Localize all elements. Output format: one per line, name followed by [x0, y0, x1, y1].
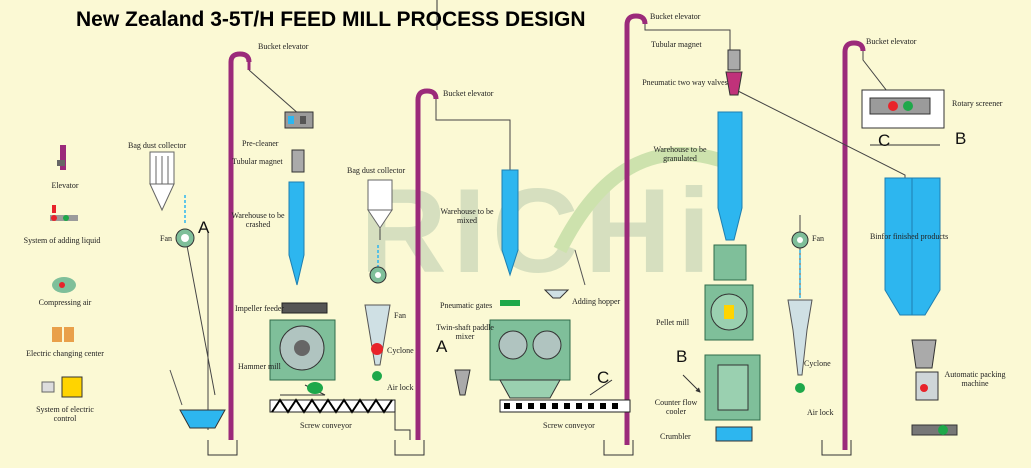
hammer-mill — [269, 319, 336, 381]
screw-conveyor-2-label: Screw conveyor — [543, 421, 595, 430]
warehouse-mixed-bin — [501, 169, 519, 277]
screw-conveyor-1 — [269, 398, 396, 414]
pre-cleaner-label: Pre-cleaner — [242, 139, 279, 148]
screw-conveyor-2 — [499, 399, 631, 413]
legend-air-label: Compressing air — [38, 298, 92, 307]
legend-liquid-icon — [50, 205, 78, 221]
bucket-elevator-3-label: Bucket elevator — [650, 12, 701, 21]
pneumatic-gate — [500, 300, 520, 306]
legend-electric-center-icon — [52, 327, 74, 342]
air-lock-1 — [372, 371, 382, 381]
automatic-packing-label: Automatic packing machine — [944, 370, 1006, 388]
letter-a2: A — [436, 337, 448, 356]
bucket-elevator-4 — [842, 40, 866, 450]
pneumatic-two-way-label: Pneumatic two way valves — [642, 78, 728, 87]
tubular-magnet-2-label: Tubular magnet — [651, 40, 702, 49]
counter-flow-cooler — [704, 354, 761, 421]
letter-c2: C — [878, 131, 891, 150]
page-title: New Zealand 3-5T/H FEED MILL PROCESS DES… — [76, 8, 586, 31]
cyclone-2 — [787, 299, 813, 376]
letter-b2: B — [955, 129, 967, 148]
rotary-screener-label: Rotary screener — [952, 99, 1003, 108]
letter-c1: C — [597, 368, 610, 387]
bag-dust-collector-2 — [367, 179, 393, 229]
counter-flow-cooler-label: Counter flow cooler — [654, 398, 698, 416]
bucket-elevator-3 — [624, 13, 648, 445]
twin-shaft-mixer-label: Twin-shaft paddle mixer — [436, 323, 494, 341]
pellet-mill — [704, 244, 754, 341]
rotary-screener — [861, 89, 945, 129]
pellet-mill-label: Pellet mill — [656, 318, 690, 327]
air-lock-1-label: Air lock — [387, 383, 414, 392]
legend-electric-control-icon — [41, 376, 83, 398]
tubular-magnet-1 — [291, 149, 305, 173]
legend-elevator-icon — [57, 145, 66, 170]
legend-air-icon — [52, 277, 76, 293]
impeller-feeder — [281, 302, 328, 314]
air-lock-2-label: Air lock — [807, 408, 834, 417]
legend-liquid-label: System of adding liquid — [23, 236, 101, 245]
fan-3 — [791, 231, 809, 249]
letter-a1: A — [198, 218, 210, 237]
crumbler-label: Crumbler — [660, 432, 691, 441]
crumbler — [715, 426, 753, 442]
warehouse-mixed-label: Warehouse to be mixed — [440, 207, 494, 225]
pneumatic-gates-label: Pneumatic gates — [440, 301, 493, 310]
bucket-elevator-2-label: Bucket elevator — [443, 89, 494, 98]
bucket-elevator-1-label: Bucket elevator — [258, 42, 309, 51]
adding-hopper — [543, 249, 586, 299]
automatic-packing-machine — [911, 339, 958, 436]
warehouse-granulated-bin — [717, 111, 743, 241]
warehouse-crashed-bin — [288, 181, 305, 286]
pit-lines — [207, 0, 852, 456]
bag-dust-collector-1-label: Bag dust collector — [128, 141, 187, 150]
cyclone-2-label: Cyclone — [804, 359, 831, 368]
impeller-feeder-label: Impeller feeder — [235, 304, 285, 313]
bucket-elevator-2 — [415, 88, 439, 440]
bucket-elevator-4-label: Bucket elevator — [866, 37, 917, 46]
pneumatic-two-way-valve — [725, 71, 743, 96]
air-lock-2 — [795, 383, 805, 393]
legend-elevator-label: Elevator — [51, 181, 79, 190]
warehouse-crashed-label: Warehouse to be crashed — [231, 211, 285, 229]
letter-b1: B — [676, 347, 688, 366]
intake-hopper-1 — [169, 369, 226, 429]
cyclone-1-label: Cyclone — [387, 346, 414, 355]
adding-hopper-label: Adding hopper — [572, 297, 621, 306]
bucket-elevator-1 — [228, 51, 252, 440]
bag-dust-collector-1 — [149, 151, 175, 212]
hammer-mill-label: Hammer mill — [238, 362, 281, 371]
binfor-finished-bins — [884, 177, 941, 316]
bag-dust-collector-2-label: Bag dust collector — [347, 166, 406, 175]
tubular-magnet-2 — [727, 49, 741, 71]
legend-electric-center-label: Electric changing center — [26, 349, 104, 358]
cyclone-1 — [364, 304, 391, 366]
svg-text:RICHi: RICHi — [360, 164, 717, 298]
screw-conveyor-1-label: Screw conveyor — [300, 421, 352, 430]
fan-2 — [369, 266, 387, 284]
fan-1-label: Fan — [160, 234, 172, 243]
mill-motor — [307, 382, 323, 394]
fan-1 — [175, 228, 195, 248]
pre-cleaner — [284, 111, 314, 129]
fan-ducts — [184, 195, 801, 300]
cyclone-1-indicator — [371, 343, 383, 355]
fan-2-label: Fan — [394, 311, 406, 320]
binfor-finished-label: Binfor finished products — [870, 232, 949, 241]
fan-3-label: Fan — [812, 234, 824, 243]
watermark-logo: RICHi — [360, 147, 723, 298]
warehouse-granulated-label: Warehouse to be granulated — [653, 145, 707, 163]
intake-hopper-2 — [454, 369, 471, 396]
legend-electric-control-label: System of electric control — [36, 405, 94, 423]
twin-shaft-mixer — [489, 319, 571, 399]
tubular-magnet-1-label: Tubular magnet — [232, 157, 283, 166]
